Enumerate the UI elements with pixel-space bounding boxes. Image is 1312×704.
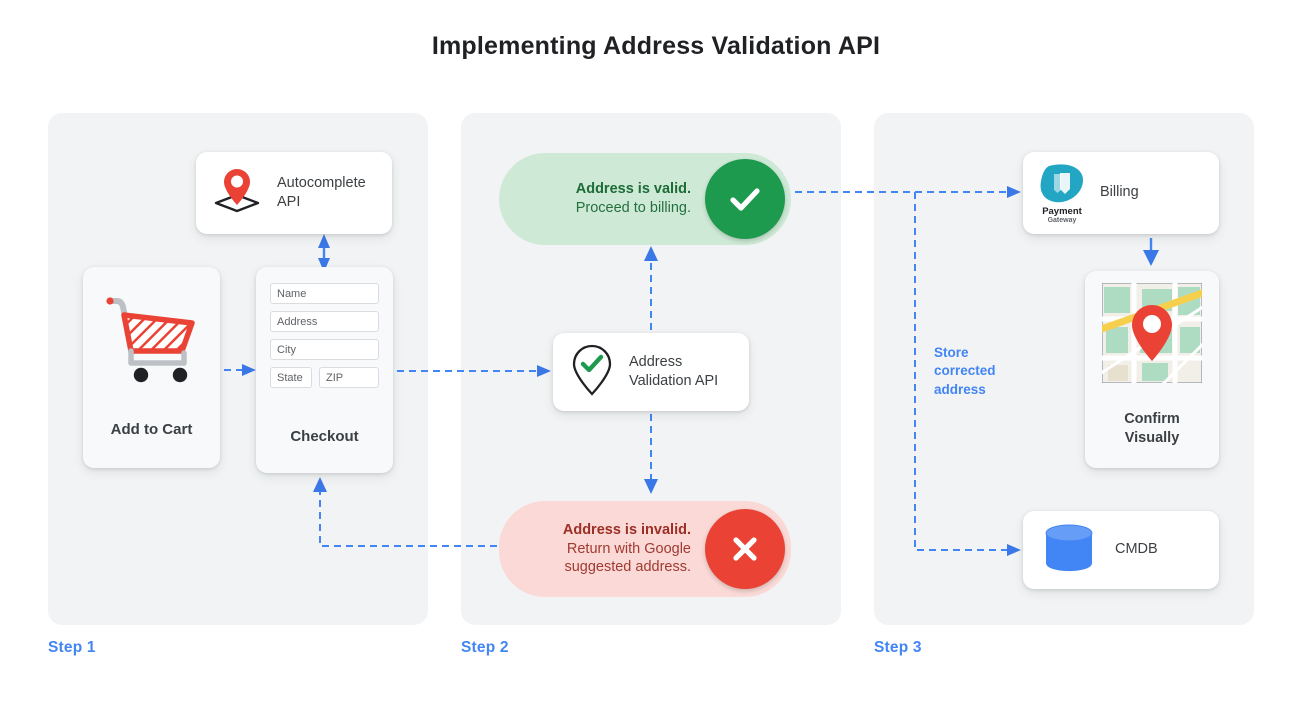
cmdb-label: CMDB [1115, 541, 1158, 558]
autocomplete-api-card[interactable]: Autocomplete API [196, 152, 392, 234]
step-1-label: Step 1 [48, 639, 96, 656]
zip-field[interactable]: ZIP [319, 367, 379, 388]
confirm-visually-card[interactable]: Confirm Visually [1085, 271, 1219, 468]
address-invalid-banner: Address is invalid. Return with Google s… [499, 501, 791, 597]
confirm-visually-label: Confirm Visually [1124, 411, 1180, 447]
map-thumbnail-icon [1094, 279, 1210, 389]
name-field[interactable]: Name [270, 283, 379, 304]
map-pin-check-icon [568, 342, 616, 403]
close-x-icon [705, 509, 785, 589]
address-invalid-line2: Return with Google suggested address. [564, 540, 691, 576]
billing-card[interactable]: Payment Gateway Billing [1023, 152, 1219, 234]
cmdb-card[interactable]: CMDB [1023, 511, 1219, 589]
payment-gateway-logo-line1: Payment [1042, 205, 1082, 217]
step-2-label: Step 2 [461, 639, 509, 656]
shopping-cart-icon [100, 285, 204, 394]
state-zip-row: State ZIP [270, 367, 379, 388]
city-field[interactable]: City [270, 339, 379, 360]
address-invalid-text: Address is invalid. Return with Google s… [563, 521, 705, 578]
checkout-label: Checkout [290, 428, 359, 445]
add-to-cart-card[interactable]: Add to Cart [83, 267, 220, 468]
billing-label: Billing [1100, 184, 1139, 201]
address-valid-line1: Address is valid. [575, 181, 691, 198]
store-corrected-address-note: Store corrected address [934, 345, 996, 397]
step-3-label: Step 3 [874, 639, 922, 656]
map-pin-diamond-icon [209, 165, 265, 222]
address-validation-api-label: Address Validation API [629, 353, 719, 389]
add-to-cart-label: Add to Cart [110, 421, 193, 438]
address-valid-text: Address is valid. Proceed to billing. [576, 180, 705, 218]
address-valid-banner: Address is valid. Proceed to billing. [499, 153, 791, 245]
state-field[interactable]: State [270, 367, 312, 388]
page-title: Implementing Address Validation API [431, 32, 881, 60]
address-field[interactable]: Address [270, 311, 379, 332]
checkout-card[interactable]: Name Address City State ZIP Checkout [256, 267, 393, 473]
database-cylinder-icon [1041, 521, 1097, 580]
address-invalid-line1: Address is invalid. [562, 521, 691, 538]
payment-gateway-icon: Payment Gateway [1037, 162, 1087, 224]
autocomplete-api-label: Autocomplete API [277, 174, 366, 210]
check-icon [705, 159, 785, 239]
payment-gateway-logo-line2: Gateway [1047, 216, 1077, 224]
address-validation-api-card[interactable]: Address Validation API [553, 333, 749, 411]
address-valid-line2: Proceed to billing. [575, 200, 691, 216]
